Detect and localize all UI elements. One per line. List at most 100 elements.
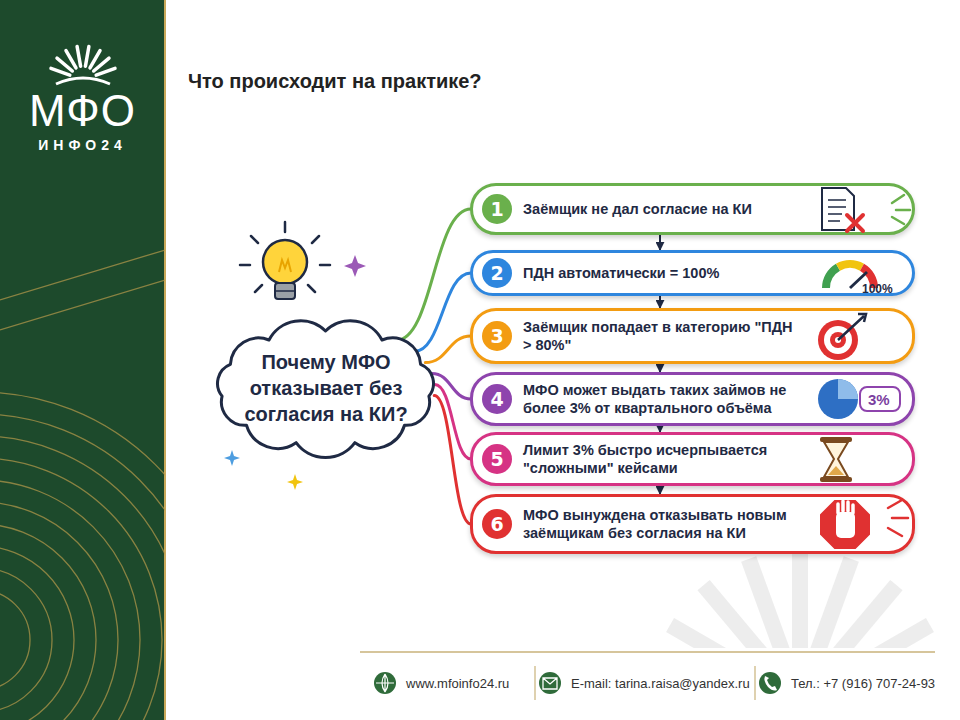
branch-line	[414, 273, 471, 352]
step-text: Лимит 3% быстро исчерпывается "сложными"…	[523, 441, 803, 477]
footer-rule	[360, 651, 935, 653]
hourglass-sand	[828, 466, 844, 475]
branch-line	[435, 385, 471, 460]
bulb-base	[275, 283, 295, 299]
pie-icon	[818, 379, 900, 419]
step-text: МФО может выдать таких займов не более 3…	[523, 381, 803, 417]
phone-icon	[759, 672, 781, 694]
gold-arc	[0, 590, 30, 690]
branch-line	[425, 336, 471, 363]
branch-line	[396, 209, 471, 341]
target-arrow	[838, 314, 866, 340]
gold-stroke	[0, 280, 165, 330]
gauge-yellow	[838, 264, 862, 267]
sidebar-edge	[164, 0, 166, 720]
sparkle	[344, 255, 366, 277]
gold-arc	[0, 502, 118, 720]
step-number: 5	[482, 444, 512, 474]
hourglass-glass	[824, 442, 848, 477]
gold-stroke	[0, 250, 165, 300]
footer-band	[352, 648, 960, 720]
watermark-ray	[749, 559, 785, 658]
mail-icon-envelope	[543, 678, 557, 689]
watermark-ray	[670, 625, 761, 678]
pie-slice	[838, 379, 858, 399]
step-box: 2ПДН автоматически = 100%	[470, 250, 915, 296]
step-text: Заёмщик попадает в категорию "ПДН > 80%"	[523, 318, 803, 354]
target-ring	[824, 326, 852, 354]
hourglass-icon	[820, 437, 852, 482]
lightbulb	[240, 222, 330, 299]
watermark-ray	[839, 625, 930, 678]
flow-arrow	[659, 364, 661, 372]
logo-rays	[51, 47, 115, 76]
target-ring	[818, 320, 858, 360]
branch-line	[434, 396, 471, 525]
footer-divider	[534, 666, 535, 700]
accent-rays	[892, 195, 910, 224]
target-center	[835, 337, 841, 343]
stop-icon	[819, 499, 908, 550]
step-box: 1 Заёмщик не дал согласие на КИ	[470, 183, 915, 235]
sparkle	[287, 474, 303, 490]
cloud-shape	[218, 321, 434, 458]
website: www.mfoinfo24.ru	[406, 676, 509, 691]
step-text: МФО вынуждена отказывать новым заёмщикам…	[523, 506, 803, 542]
question-text: Почему МФО отказывает без согласия на КИ…	[236, 349, 416, 427]
gold-arc	[0, 546, 74, 720]
sidebar	[0, 0, 165, 720]
step-number: 1	[482, 194, 512, 224]
watermark-ray	[815, 559, 851, 658]
mail-icon	[539, 672, 561, 694]
accent-rays	[888, 500, 908, 536]
stop-fingers	[838, 501, 853, 513]
stop-hand	[836, 512, 855, 538]
watermark-ray	[792, 550, 808, 655]
percent-tag	[860, 387, 900, 411]
document-lines	[828, 200, 846, 221]
web-icon	[374, 672, 396, 694]
step-number: 4	[482, 384, 512, 414]
gold-arc	[0, 414, 165, 720]
web-icon-globe	[376, 674, 394, 692]
bulb-base-ring	[276, 290, 294, 292]
gold-arc	[0, 480, 140, 720]
question-cloud: Почему МФО отказывает без согласия на КИ…	[208, 318, 443, 458]
footer-divider	[754, 666, 755, 700]
logo-subtext: ИНФО24	[20, 137, 145, 153]
bulb-rays	[240, 222, 330, 292]
sparkle	[224, 450, 240, 466]
bulb-filament	[279, 260, 291, 272]
gold-arc	[0, 568, 52, 712]
gold-arc	[0, 392, 165, 720]
gold-arc	[0, 436, 165, 720]
share-value: 3%	[868, 391, 890, 408]
document-icon	[822, 188, 910, 231]
target-ring	[830, 332, 846, 348]
step-box: 5 Лимит 3% быстро исчерпывается "сложными…	[470, 432, 915, 486]
watermark-sunburst	[652, 550, 947, 692]
logo-arc	[56, 78, 110, 84]
bulb-glass	[263, 240, 307, 284]
gold-arc	[0, 524, 96, 720]
flow-arrow	[659, 235, 661, 250]
hourglass-frame	[820, 437, 852, 442]
flow-arrow	[659, 486, 661, 494]
hourglass-frame	[820, 477, 852, 482]
step-number: 6	[482, 509, 512, 539]
step-box: 3 Заёмщик попадает в категорию "ПДН > 80%…	[470, 308, 915, 364]
step-number: 3	[482, 321, 512, 351]
step-text: ПДН автоматически = 100%	[523, 264, 803, 282]
step-text: Заёмщик не дал согласие на КИ	[523, 200, 803, 218]
gold-arcs	[0, 250, 165, 720]
email: E-mail: tarina.raisa@yandex.ru	[571, 676, 750, 691]
watermark-ray	[829, 585, 897, 665]
phone-icon-handset	[764, 676, 777, 691]
reject-cross	[847, 215, 863, 231]
step-box: 6 МФО вынуждена отказывать новым заёмщика…	[470, 494, 915, 554]
phone: Тел.: +7 (916) 707-24-93	[791, 676, 935, 691]
pie-body	[818, 379, 858, 419]
